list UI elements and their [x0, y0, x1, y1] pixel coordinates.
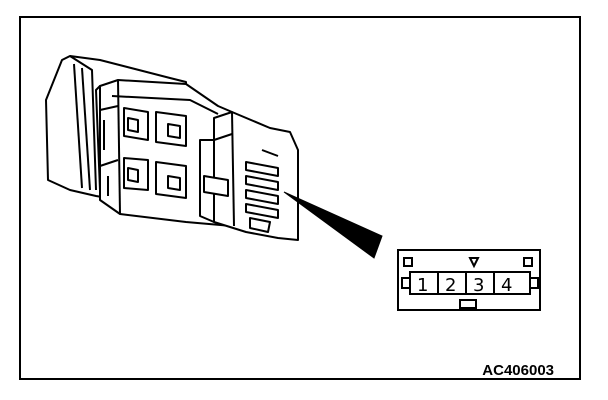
- pin-label-2: 2: [445, 275, 456, 296]
- body-windows: [123, 107, 187, 199]
- figure-code: AC406003: [482, 362, 554, 379]
- connector-housing: [199, 111, 299, 241]
- pin-label-4: 4: [501, 275, 512, 296]
- pin-label-1: 1: [417, 275, 428, 296]
- connector-detail: [397, 249, 541, 311]
- connector-latch: [261, 149, 279, 157]
- pin-label-3: 3: [473, 275, 484, 296]
- callout-pointer: [283, 191, 383, 259]
